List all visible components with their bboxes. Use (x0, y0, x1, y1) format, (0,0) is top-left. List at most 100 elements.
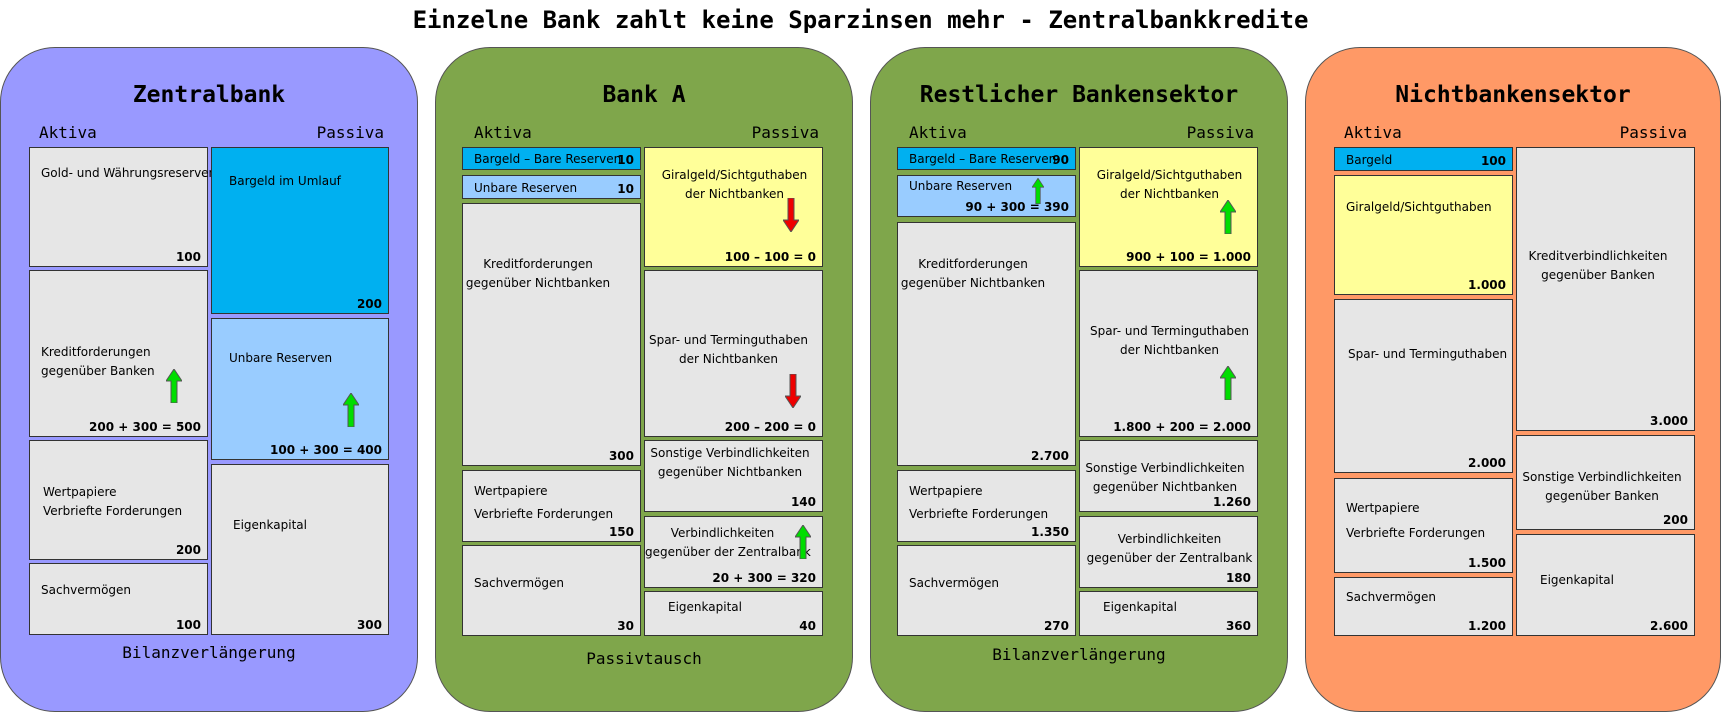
arrow-down-icon (783, 198, 799, 232)
box-eigenkapital: Eigenkapital 360 (1079, 591, 1258, 636)
box-bargeld-umlauf: Bargeld im Umlauf 200 (211, 147, 389, 314)
box-sonstige-verbindlichkeiten: Sonstige Verbindlichkeiten gegenüber Ban… (1516, 435, 1695, 530)
box-label: Wertpapiere Verbriefte Forderungen (1346, 501, 1486, 540)
box-label: Wertpapiere Verbriefte Forderungen (43, 485, 183, 518)
box-kreditverbindlichkeiten: Kreditverbindlichkeiten gegenüber Banken… (1516, 147, 1695, 431)
box-label: Sachvermögen (909, 576, 1000, 590)
box-spar-termin: Spar- und Terminguthaben der Nichtbanken… (1079, 270, 1258, 437)
box-sachvermoegen: Sachvermögen 100 (29, 563, 208, 635)
box-label: Wertpapiere Verbriefte Forderungen (474, 484, 614, 521)
box-value: 900 + 100 = 1.000 (1126, 250, 1251, 264)
box-label: Eigenkapital (233, 518, 307, 532)
panel-nichtbankensektor: Nichtbankensektor Aktiva Passiva Bargeld… (1305, 47, 1721, 712)
box-spar-termin: Spar- und Terminguthaben der Nichtbanken… (644, 270, 823, 437)
box-label: Sonstige Verbindlichkeiten gegenüber Nic… (650, 446, 810, 479)
box-label: Bargeld im Umlauf (229, 174, 341, 188)
box-label: Kreditforderungen gegenüber Nichtbanken (465, 257, 611, 290)
box-label: Giralgeld/Sichtguthaben der Nichtbanken (661, 168, 808, 201)
box-label: Eigenkapital (668, 600, 742, 614)
footer-label: Bilanzverlängerung (992, 645, 1166, 664)
aktiva-label: Aktiva (909, 123, 967, 142)
box-value: 200 (356, 297, 382, 311)
box-value: 2.600 (1650, 619, 1688, 633)
box-value: 140 (790, 495, 816, 509)
footer-label: Passivtausch (586, 649, 702, 668)
box-label: Unbare Reserven (229, 351, 333, 365)
box-label: Spar- und Terminguthaben der Nichtbanken (1089, 324, 1250, 357)
box-unbare-reserven: Unbare Reserven 10 (462, 175, 641, 199)
box-label: Kreditverbindlichkeiten gegenüber Banken (1528, 249, 1668, 282)
panel-zentralbank: Zentralbank Aktiva Passiva Gold- und Wäh… (0, 47, 418, 712)
box-kreditforderungen: Kreditforderungen gegenüber Nichtbanken … (897, 222, 1076, 466)
aktiva-label: Aktiva (39, 123, 97, 142)
box-value: 100 (1480, 154, 1506, 168)
box-value: 100 (175, 250, 201, 264)
box-value: 90 (1052, 153, 1069, 167)
arrow-up-icon (166, 369, 182, 403)
box-value: 200 + 300 = 500 (89, 420, 201, 434)
box-value: 1.260 (1213, 495, 1251, 509)
box-value: 2.700 (1031, 449, 1069, 463)
arrow-up-icon (1220, 366, 1236, 400)
arrow-up-icon (795, 525, 811, 559)
box-value: 270 (1043, 619, 1069, 633)
box-value: 100 (175, 618, 201, 632)
box-eigenkapital: Eigenkapital 40 (644, 591, 823, 636)
box-wertpapiere: Wertpapiere Verbriefte Forderungen 200 (29, 440, 208, 560)
box-value: 200 – 200 = 0 (724, 420, 816, 434)
box-label: Spar- und Terminguthaben der Nichtbanken (648, 333, 809, 366)
arrow-down-icon (785, 374, 801, 408)
box-value: 100 – 100 = 0 (724, 250, 816, 264)
panel-title: Restlicher Bankensektor (919, 82, 1239, 108)
box-label: Sonstige Verbindlichkeiten gegenüber Ban… (1522, 470, 1682, 503)
box-kreditforderungen: Kreditforderungen gegenüber Banken 200 +… (29, 270, 208, 437)
box-gold-reserven: Gold- und Währungsreserven 100 (29, 147, 216, 267)
box-wertpapiere: Wertpapiere Verbriefte Forderungen 1.350 (897, 470, 1076, 542)
panel-bank-a: Bank A Aktiva Passiva Bargeld – Bare Res… (435, 47, 853, 712)
box-label: Giralgeld/Sichtguthaben der Nichtbanken (1096, 168, 1243, 201)
box-value: 1.800 + 200 = 2.000 (1113, 420, 1251, 434)
box-bargeld-reserven: Bargeld – Bare Reserven 90 (897, 147, 1076, 170)
box-value: 150 (608, 525, 634, 539)
box-wertpapiere: Wertpapiere Verbriefte Forderungen 1.500 (1334, 478, 1513, 573)
box-value: 180 (1225, 571, 1251, 585)
footer-label: Bilanzverlängerung (122, 643, 296, 662)
box-label: Unbare Reserven (909, 179, 1013, 193)
passiva-label: Passiva (1186, 123, 1254, 142)
panel-title: Nichtbankensektor (1395, 82, 1631, 108)
box-value: 40 (799, 619, 816, 633)
box-label: Bargeld – Bare Reserven (909, 152, 1057, 166)
box-value: 200 (1662, 513, 1688, 527)
box-label: Spar- und Terminguthaben (1348, 347, 1508, 361)
box-label: Giralgeld/Sichtguthaben (1346, 200, 1492, 214)
box-label: Eigenkapital (1540, 573, 1614, 587)
box-unbare-reserven: Unbare Reserven 90 + 300 = 390 (897, 175, 1076, 217)
arrow-up-icon (343, 393, 359, 427)
panel-title: Bank A (602, 82, 686, 108)
passiva-label: Passiva (1619, 123, 1687, 142)
panel-title: Zentralbank (132, 82, 286, 108)
aktiva-label: Aktiva (474, 123, 532, 142)
box-sachvermoegen: Sachvermögen 270 (897, 545, 1076, 636)
box-verbindlichkeiten-zentralbank: Verbindlichkeiten gegenüber der Zentralb… (644, 516, 823, 588)
box-sachvermoegen: Sachvermögen 30 (462, 545, 641, 636)
box-giralgeld: Giralgeld/Sichtguthaben 1.000 (1334, 175, 1513, 295)
box-label: Sonstige Verbindlichkeiten gegenüber Nic… (1085, 461, 1245, 494)
box-value: 30 (617, 619, 634, 633)
box-label: Kreditforderungen gegenüber Nichtbanken (900, 257, 1046, 290)
box-value: 200 (175, 543, 201, 557)
box-eigenkapital: Eigenkapital 2.600 (1516, 534, 1695, 636)
passiva-label: Passiva (316, 123, 384, 142)
box-eigenkapital: Eigenkapital 300 (211, 464, 389, 635)
box-bargeld: Bargeld 100 (1334, 147, 1513, 171)
box-wertpapiere: Wertpapiere Verbriefte Forderungen 150 (462, 470, 641, 542)
box-label: Kreditforderungen gegenüber Banken (41, 345, 155, 378)
box-value: 10 (617, 153, 634, 167)
box-value: 300 (356, 618, 382, 632)
box-label: Sachvermögen (41, 583, 132, 597)
box-label: Sachvermögen (474, 576, 565, 590)
box-value: 20 + 300 = 320 (712, 571, 816, 585)
box-value: 2.000 (1468, 456, 1506, 470)
box-sonstige-verbindlichkeiten: Sonstige Verbindlichkeiten gegenüber Nic… (644, 440, 823, 512)
box-sonstige-verbindlichkeiten: Sonstige Verbindlichkeiten gegenüber Nic… (1079, 440, 1258, 512)
